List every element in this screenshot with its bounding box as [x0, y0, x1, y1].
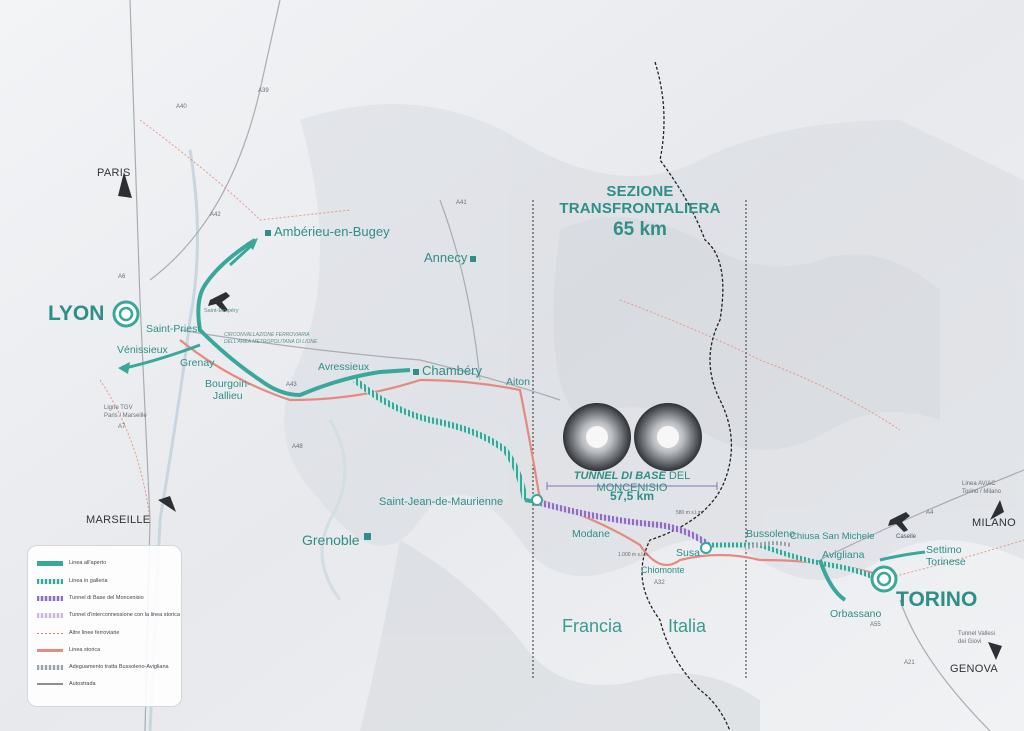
- legend-item: Adeguamento tratta Bussoleno-Avigliana: [37, 662, 169, 672]
- note-altitude-580: 580 m s.l.m.: [676, 510, 704, 516]
- city-label-grenay[interactable]: Grenay: [180, 357, 215, 369]
- legend-label: Linea storica: [69, 647, 101, 653]
- legend-item: Tunnel d'interconnessione con la linea s…: [37, 610, 180, 620]
- road-label: A4: [926, 510, 934, 516]
- city-label-avressieux[interactable]: Avressieux: [318, 361, 370, 373]
- city-label-settimo[interactable]: Settimo Torinese: [926, 544, 966, 568]
- city-label-amberieu-text: Ambérieu-en-Bugey: [274, 224, 390, 239]
- legend-item: Linea in galleria: [37, 576, 108, 586]
- road-label: A7: [118, 424, 126, 430]
- legend-item: Tunnel di Base del Moncenisio: [37, 593, 144, 603]
- bussoleno-avigliana: [744, 541, 791, 550]
- tunnel-length: 57,5 km: [609, 489, 655, 503]
- city-label-avigliana[interactable]: Avigliana: [822, 549, 865, 561]
- city-label-annecy[interactable]: Annecy: [424, 250, 479, 265]
- legend-label: Linea in galleria: [69, 578, 108, 584]
- map-legend: Linea all'aperto Linea in galleria Tunne…: [27, 545, 182, 707]
- legend-label: Linea all'aperto: [69, 560, 107, 566]
- city-label-bussoleno[interactable]: Bussoleno: [746, 528, 796, 540]
- paris-arrow: [118, 172, 132, 198]
- legend-item: Linea all'aperto: [37, 558, 106, 568]
- note-ligne-tgv: Ligne TGV Paris / Marseille: [104, 405, 147, 419]
- new-line-susa-torino: [707, 542, 882, 583]
- city-label-torino[interactable]: TORINO: [896, 588, 978, 611]
- new-line-venissieux: [124, 343, 201, 370]
- road-label: A55: [870, 622, 881, 628]
- direction-milano: MILANO: [972, 517, 1016, 529]
- tunnel-title: TUNNEL DI BASE DEL MONCENISIO: [548, 470, 716, 494]
- road-label: A21: [904, 660, 915, 666]
- legend-label: Autostrada: [69, 681, 96, 687]
- city-label-amberieu[interactable]: Ambérieu-en-Bugey: [262, 224, 390, 239]
- city-label-aiton[interactable]: Aiton: [506, 376, 530, 388]
- road-label: A48: [292, 444, 303, 450]
- city-label-modane[interactable]: Modane: [572, 528, 610, 540]
- city-label-chambery-text: Chambéry: [422, 363, 482, 378]
- tunnel-portal-right-icon: [634, 403, 702, 471]
- section-title-text: SEZIONE TRANSFRONTALIERA: [559, 183, 721, 217]
- country-france: Francia: [562, 616, 623, 636]
- legend-item: Linea storica: [37, 645, 100, 655]
- border-line: [641, 61, 733, 731]
- label-caselle: Caselle: [896, 534, 917, 540]
- direction-paris: PARIS: [97, 167, 131, 179]
- section-length: 65 km: [613, 219, 667, 240]
- other-rail-lines: [99, 119, 1024, 581]
- terrain-relief: [284, 104, 1024, 731]
- road-label: A39: [258, 88, 269, 94]
- city-label-chiusa[interactable]: Chiusa San Michele: [790, 531, 875, 542]
- city-label-bourgoin[interactable]: Bourgoin- Jallieu: [205, 378, 251, 402]
- note-tunnel-vallesi: Tunnel Vallesi dei Giovi: [958, 631, 996, 645]
- tunnel-portal-left-icon: [563, 403, 631, 471]
- city-label-lyon[interactable]: LYON: [48, 302, 105, 325]
- label-saint-exupery: Saint-Exupéry: [204, 308, 239, 314]
- torino-station-symbol: [870, 565, 898, 593]
- section-title: SEZIONE TRANSFRONTALIERA 65 km: [532, 183, 748, 241]
- city-label-saint-priest[interactable]: Saint-Priest: [146, 323, 201, 335]
- note-linea-avac: Linea AV/AC Torino / Milano: [962, 481, 1002, 495]
- legend-item: Altre linee ferroviarie: [37, 628, 119, 638]
- saint-jean-station-symbol: [531, 494, 543, 506]
- country-italy: Italia: [668, 616, 707, 636]
- road-label: A32: [654, 580, 665, 586]
- city-label-chambery[interactable]: Chambéry: [410, 363, 482, 378]
- milano-arrow: [990, 500, 1004, 520]
- road-label: A42: [210, 212, 221, 218]
- road-label: A6: [118, 274, 126, 280]
- city-label-grenoble[interactable]: Grenoble: [302, 532, 360, 548]
- city-label-chiomonte[interactable]: Chiomonte: [641, 565, 685, 575]
- legend-label: Adeguamento tratta Bussoleno-Avigliana: [69, 664, 169, 670]
- genova-arrow: [988, 642, 1002, 660]
- tunnel-title-bold: TUNNEL DI BASE: [573, 470, 666, 482]
- note-altitude-1000: 1.000 m s.l.m.: [618, 552, 650, 558]
- marseille-arrow: [158, 496, 176, 512]
- legend-label: Tunnel d'interconnessione con la linea s…: [69, 612, 180, 618]
- new-line-lyon-chambery: [196, 238, 411, 398]
- legend-label: Tunnel di Base del Moncenisio: [69, 595, 144, 601]
- city-label-venissieux[interactable]: Vénissieux: [117, 344, 168, 356]
- road-label: A41: [456, 200, 467, 206]
- lyon-station-symbol: [112, 300, 140, 328]
- new-line-tunnel-maurienne: [353, 377, 528, 501]
- city-label-saint-jean[interactable]: Saint-Jean-de-Maurienne: [379, 496, 504, 508]
- legend-label: Altre linee ferroviarie: [69, 630, 120, 636]
- note-contournement: CIRCONVALLAZIONE FERROVIARIA DELL'AREA M…: [224, 332, 318, 345]
- direction-genova: GENOVA: [950, 663, 999, 675]
- base-tunnel: [536, 499, 710, 548]
- susa-station-symbol: [700, 542, 712, 554]
- direction-marseille: MARSEILLE: [86, 514, 151, 526]
- historic-line: [179, 339, 881, 577]
- legend-item: Autostrada: [37, 679, 96, 689]
- city-label-orbassano[interactable]: Orbassano: [830, 608, 882, 620]
- tunnel-title-rest: DEL MONCENISIO: [596, 470, 691, 494]
- airport-torino-icon: [888, 512, 910, 532]
- city-label-annecy-text: Annecy: [424, 250, 468, 265]
- city-label-susa[interactable]: Susa: [676, 547, 700, 559]
- road-label: A40: [176, 104, 187, 110]
- road-label: A43: [286, 382, 297, 388]
- airport-lyon-icon: [208, 292, 230, 312]
